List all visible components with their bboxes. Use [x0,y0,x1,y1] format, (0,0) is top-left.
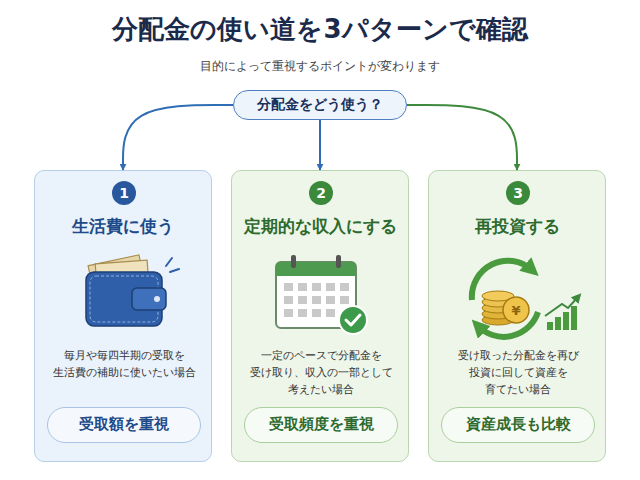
card-heading: 生活費に使う [35,215,211,238]
coin-shape [482,315,514,325]
coin-shape [482,309,514,319]
wallet-icon [86,255,179,326]
calendar-cell [298,296,307,304]
card-body: 一定のペースで分配金を 受け取り、収入の一部として 考えたい場合 [243,347,399,398]
reinvest-icon: ¥ [472,261,578,337]
calendar-cell [312,296,321,304]
cycle-arrow [472,261,532,300]
wallet-clasp [154,296,160,302]
calendar-cell [312,283,321,291]
bar-shape [547,322,553,330]
calendar-cell [326,283,335,291]
focus-text: 受取頻度を重視 [245,408,397,441]
cycle-arrow [478,312,538,337]
question-text: 分配金をどう使う？ [234,91,406,118]
calendar-cell [326,309,335,317]
calendar-body [276,262,356,328]
flow-arrow [123,105,233,170]
subtitle-label: 目的によって重視するポイントが変わります [0,58,640,75]
focus-text: 資産成長も比較 [442,408,594,441]
growth-arrow [545,297,578,316]
calendar-cell [284,283,293,291]
number-badge: 3 [506,181,530,205]
question-pill: 分配金をどう使う？ [233,90,407,120]
bar-shape [563,312,569,330]
calendar-cell [326,296,335,304]
calendar-ring [336,255,341,268]
focus-pill: 受取頻度を重視 [244,407,398,443]
bill-shape [88,255,144,289]
calendar-icon [276,255,367,334]
calendar-cell [340,296,349,304]
wallet-stitch [90,276,158,322]
coin-shape [482,303,514,313]
calendar-cell [298,283,307,291]
bar-shape [555,317,561,330]
card-body: 受け取った分配金を再び 投資に回して資産を 育てたい場合 [440,347,596,398]
calendar-cell [284,296,293,304]
check-badge [339,306,367,334]
card-heading: 再投資する [429,215,605,238]
coin-shape [482,297,514,307]
bill-shape [95,260,149,288]
card-body: 毎月や毎四半期の受取を 生活費の補助に使いたい場合 [46,347,202,381]
focus-pill: 受取額を重視 [47,407,201,443]
calendar-cell [298,309,307,317]
card-heading: 定期的な収入にする [232,215,408,238]
flow-arrow [319,120,321,170]
callout-number: 2 [309,181,333,205]
wallet-body [86,272,162,326]
calendar-header [276,262,356,276]
callout-number: 1 [112,181,136,205]
sparkle-line [166,258,172,266]
coin-shape [482,291,514,301]
check-mark [346,315,360,325]
calendar-cell [284,309,293,317]
currency-symbol: ¥ [511,303,520,318]
wallet-flap [132,288,166,310]
option-card: 生活費に使う毎月や毎四半期の受取を 生活費の補助に使いたい場合 1 受取額を重視 [34,170,212,462]
yen-coin [503,297,529,323]
calendar-cell [312,309,321,317]
calendar-cell [340,283,349,291]
calendar-ring [291,255,296,268]
number-badge: 2 [309,181,333,205]
flow-arrow [407,105,517,170]
bar-shape [571,306,577,330]
option-card: 定期的な収入にする一定のペースで分配金を 受け取り、収入の一部として 考えたい場… [231,170,409,462]
focus-pill: 資産成長も比較 [441,407,595,443]
focus-text: 受取額を重視 [48,408,200,441]
option-card: 再投資する受け取った分配金を再び 投資に回して資産を 育てたい場合 3 資産成長も比… [428,170,606,462]
callout-number: 3 [506,181,530,205]
diagram-title: 分配金の使い道を3パターンで確認 [0,12,640,47]
sparkle-line [170,269,179,272]
number-badge: 1 [112,181,136,205]
